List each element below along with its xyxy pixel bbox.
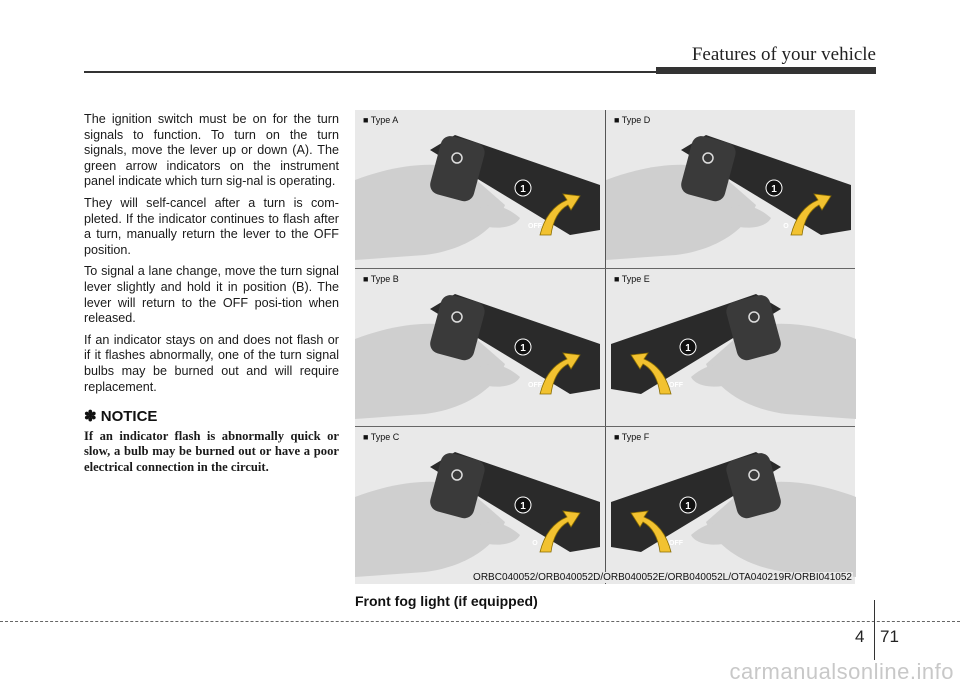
finger-shape	[691, 522, 736, 545]
figure-divider-vertical	[605, 110, 606, 584]
lever-knob	[726, 295, 781, 361]
footer-rule	[0, 621, 960, 622]
headlight-icon	[451, 311, 463, 323]
figure-divider-horizontal	[355, 268, 855, 269]
marker-number: 1	[685, 501, 691, 512]
panel-label: ■ Type A	[363, 115, 399, 125]
notice-title: ✽ NOTICE	[84, 408, 158, 426]
finger-shape	[475, 364, 520, 387]
figure-divider-horizontal	[355, 426, 855, 427]
marker-number: 1	[771, 184, 777, 195]
marker-badge	[679, 338, 697, 356]
marker-badge	[679, 496, 697, 514]
off-label: O	[532, 540, 538, 547]
notice-text: If an indicator flash is abnormally quic…	[84, 428, 339, 474]
lever-knob	[430, 453, 485, 519]
turn-signal-illustration: 1O	[606, 135, 851, 260]
finger-shape	[691, 364, 736, 387]
off-label: OFF	[669, 540, 684, 547]
lever-knob	[726, 453, 781, 519]
illustration-group	[355, 135, 600, 260]
finger-shape	[726, 205, 771, 228]
watermark: carmanualsonline.info	[729, 659, 954, 684]
direction-arrow-icon	[630, 352, 672, 395]
lever-knob	[430, 295, 485, 361]
illustration-group	[611, 294, 856, 419]
illustration-group	[611, 452, 856, 577]
marker-badge	[765, 179, 783, 197]
panel-label: ■ Type E	[614, 274, 650, 284]
direction-arrow-icon	[790, 193, 832, 236]
headlight-icon	[748, 469, 760, 481]
panel-label: ■ Type C	[363, 432, 400, 442]
turn-signal-illustration: 1O	[355, 452, 600, 577]
figure-code: ORBC040052/ORB040052D/ORB040052E/ORB0400…	[472, 572, 853, 583]
header-rule-accent	[656, 67, 876, 74]
body-paragraph: To signal a lane change, move the turn s…	[84, 264, 339, 326]
body-paragraph: If an indicator stays on and does not fl…	[84, 332, 339, 394]
headlight-icon	[748, 311, 760, 323]
panel-label: ■ Type D	[614, 115, 651, 125]
finger-shape	[475, 205, 520, 228]
marker-number: 1	[520, 184, 526, 195]
header-rule	[84, 71, 876, 73]
headlight-icon	[702, 152, 714, 164]
illustration-group	[355, 294, 600, 419]
off-label: OFF	[669, 382, 684, 389]
marker-badge	[514, 179, 532, 197]
lever-knob	[681, 136, 736, 202]
marker-badge	[514, 496, 532, 514]
direction-arrow-icon	[539, 193, 581, 236]
headlight-icon	[451, 152, 463, 164]
marker-number: 1	[520, 501, 526, 512]
direction-arrow-icon	[630, 510, 672, 553]
page-number: 71	[880, 627, 899, 646]
off-label: OFF	[528, 382, 543, 389]
direction-arrow-icon	[539, 352, 581, 395]
headlight-icon	[451, 469, 463, 481]
off-label: O	[783, 223, 789, 230]
off-label: OFF	[528, 223, 543, 230]
footer-divider	[874, 600, 875, 660]
section-caption: Front fog light (if equipped)	[355, 593, 538, 609]
lever-knob	[430, 136, 485, 202]
marker-number: 1	[520, 343, 526, 354]
panel-label: ■ Type B	[363, 274, 399, 284]
header-title: Features of your vehicle	[691, 44, 876, 65]
finger-shape	[475, 522, 520, 545]
illustration-group	[606, 135, 851, 260]
marker-number: 1	[685, 343, 691, 354]
direction-arrow-icon	[539, 510, 581, 553]
body-paragraph: The ignition switch must be on for the t…	[84, 112, 339, 189]
panel-label: ■ Type F	[614, 432, 650, 442]
body-text-column: The ignition switch must be on for the t…	[84, 112, 339, 475]
section-number: 4	[855, 627, 865, 646]
marker-badge	[514, 338, 532, 356]
body-paragraph: They will self-cancel after a turn is co…	[84, 195, 339, 257]
illustration-group	[355, 452, 600, 577]
